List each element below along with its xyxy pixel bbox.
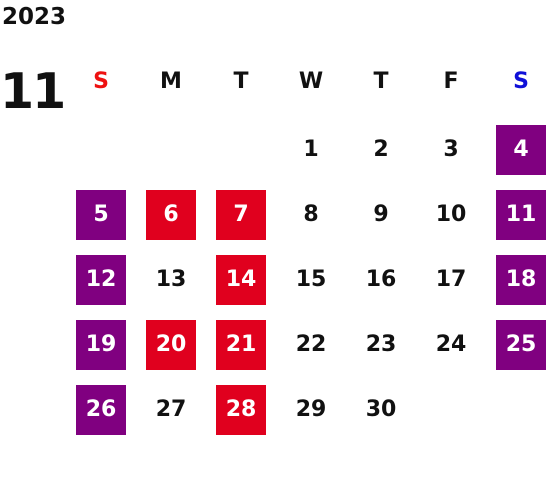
year-label: 2023 bbox=[2, 4, 67, 30]
weekday-header-weekday-5: F bbox=[443, 69, 459, 94]
calendar-day-16[interactable]: 16 bbox=[365, 267, 397, 292]
calendar-day-6[interactable]: 6 bbox=[146, 190, 196, 240]
weekday-header-weekday-1: M bbox=[160, 69, 182, 94]
calendar-day-20[interactable]: 20 bbox=[146, 320, 196, 370]
weekday-header-sunday-0: S bbox=[93, 69, 109, 94]
calendar-day-3[interactable]: 3 bbox=[443, 137, 459, 162]
month-number: 11 bbox=[0, 63, 66, 120]
calendar-day-9[interactable]: 9 bbox=[373, 202, 389, 227]
calendar-day-1[interactable]: 1 bbox=[303, 137, 319, 162]
calendar-day-17[interactable]: 17 bbox=[435, 267, 467, 292]
weekday-header-weekday-4: T bbox=[373, 69, 389, 94]
calendar-day-8[interactable]: 8 bbox=[303, 202, 319, 227]
calendar-day-5[interactable]: 5 bbox=[76, 190, 126, 240]
calendar-day-12[interactable]: 12 bbox=[76, 255, 126, 305]
calendar-day-2[interactable]: 2 bbox=[373, 137, 389, 162]
calendar-day-21[interactable]: 21 bbox=[216, 320, 266, 370]
calendar-day-22[interactable]: 22 bbox=[295, 332, 327, 357]
calendar-day-28[interactable]: 28 bbox=[216, 385, 266, 435]
calendar-day-18[interactable]: 18 bbox=[496, 255, 546, 305]
weekday-header-weekday-2: T bbox=[233, 69, 249, 94]
calendar-day-15[interactable]: 15 bbox=[295, 267, 327, 292]
calendar-day-24[interactable]: 24 bbox=[435, 332, 467, 357]
calendar-day-11[interactable]: 11 bbox=[496, 190, 546, 240]
weekday-header-weekday-3: W bbox=[298, 69, 324, 94]
calendar-day-30[interactable]: 30 bbox=[365, 397, 397, 422]
calendar-day-4[interactable]: 4 bbox=[496, 125, 546, 175]
calendar-day-26[interactable]: 26 bbox=[76, 385, 126, 435]
calendar-day-10[interactable]: 10 bbox=[435, 202, 467, 227]
calendar-day-25[interactable]: 25 bbox=[496, 320, 546, 370]
calendar-day-13[interactable]: 13 bbox=[155, 267, 187, 292]
calendar-day-23[interactable]: 23 bbox=[365, 332, 397, 357]
calendar-day-14[interactable]: 14 bbox=[216, 255, 266, 305]
weekday-header-saturday-6: S bbox=[513, 69, 529, 94]
calendar-day-19[interactable]: 19 bbox=[76, 320, 126, 370]
calendar-day-7[interactable]: 7 bbox=[216, 190, 266, 240]
calendar-day-27[interactable]: 27 bbox=[155, 397, 187, 422]
calendar-day-29[interactable]: 29 bbox=[295, 397, 327, 422]
